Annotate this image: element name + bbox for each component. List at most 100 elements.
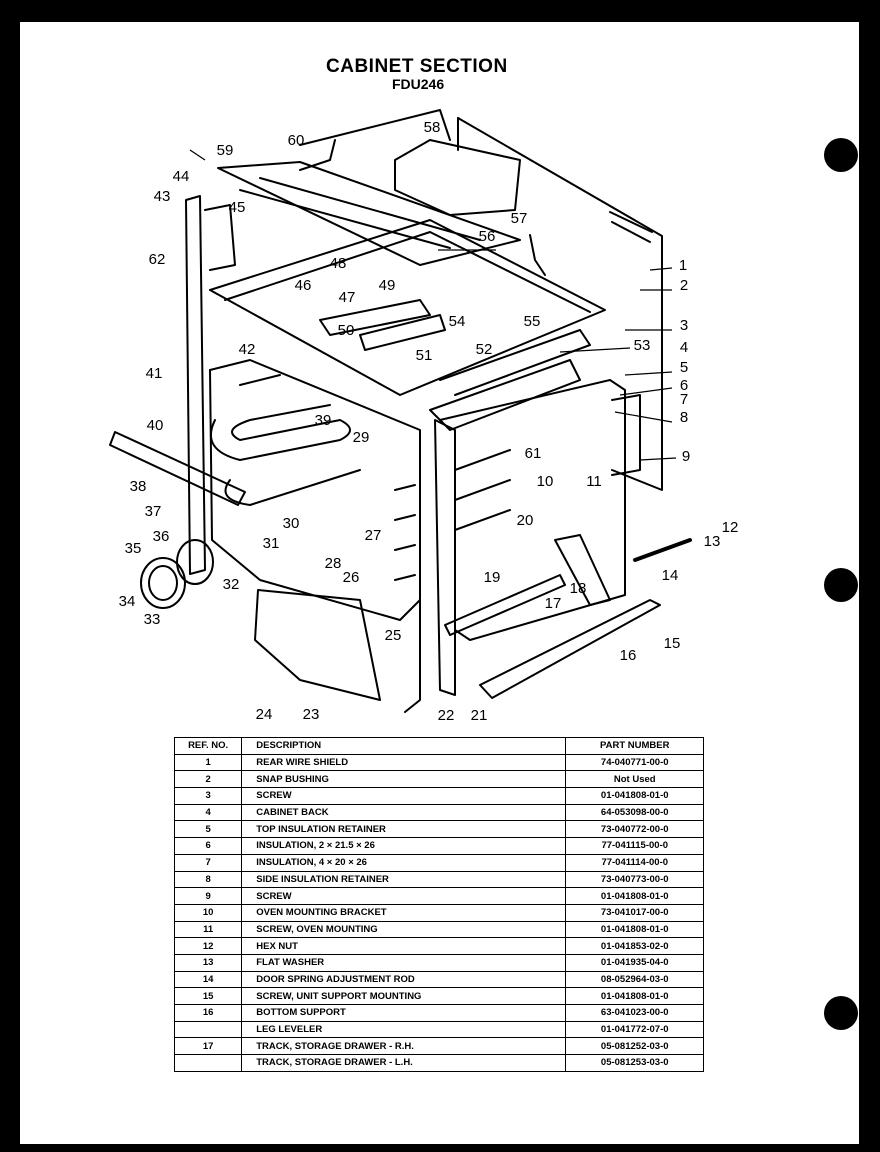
- callout-40: 40: [147, 417, 164, 434]
- bottom-support: [479, 599, 661, 699]
- callout-41: 41: [146, 365, 163, 382]
- callout-24: 24: [256, 706, 273, 723]
- callout-34: 34: [119, 593, 136, 610]
- cell-desc: SIDE INSULATION RETAINER: [241, 870, 567, 889]
- cell-ref: 17: [173, 1037, 243, 1055]
- oven-cavity: [439, 379, 626, 641]
- cell-desc: SCREW: [241, 887, 567, 905]
- cell-desc: SNAP BUSHING: [241, 770, 567, 789]
- cell-desc: SCREW, OVEN MOUNTING: [241, 920, 567, 939]
- callout-48: 48: [330, 255, 347, 272]
- callout-42: 42: [239, 341, 256, 358]
- callout-15: 15: [664, 635, 681, 652]
- callout-28: 28: [325, 555, 342, 572]
- cell-desc: OVEN MOUNTING BRACKET: [241, 903, 567, 922]
- front-frame-left: [209, 369, 421, 621]
- heating-element: [210, 404, 351, 461]
- cell-pn: 01-041808-01-0: [565, 987, 704, 1005]
- cell-desc: SCREW: [241, 787, 567, 805]
- front-frame-right: [434, 419, 456, 696]
- cell-pn: 05-081253-03-0: [565, 1054, 704, 1072]
- binder-hole-top: [824, 138, 858, 172]
- exploded-cabinet-diagram: 1 2 3 4 5 6 7 8 9 10 11 12 13 14 15 16 1…: [109, 109, 739, 724]
- callout-1: 1: [679, 257, 687, 274]
- callout-22: 22: [438, 707, 455, 724]
- cell-pn: 05-081252-03-0: [565, 1037, 704, 1056]
- door-spring-rod: [633, 538, 692, 562]
- callout-44: 44: [173, 168, 190, 185]
- side-strip: [109, 431, 246, 506]
- callout-55: 55: [524, 313, 541, 330]
- vent-pipe: [529, 234, 546, 276]
- callout-45: 45: [229, 199, 246, 216]
- binder-hole-bottom: [824, 996, 858, 1030]
- callout-36: 36: [153, 528, 170, 545]
- cell-pn: 77-041115-00-0: [565, 837, 704, 855]
- cell-ref: 10: [173, 903, 243, 922]
- callout-33: 33: [144, 611, 161, 628]
- cell-pn: 73-041017-00-0: [565, 903, 704, 922]
- callout-6: 6: [680, 377, 688, 394]
- cell-pn: 73-040772-00-0: [565, 820, 704, 839]
- callout-31: 31: [263, 535, 280, 552]
- model-number: FDU246: [392, 76, 445, 92]
- callout-12: 12: [722, 519, 739, 536]
- callout-59: 59: [217, 142, 234, 159]
- callout-23: 23: [303, 706, 320, 723]
- callout-30: 30: [283, 515, 300, 532]
- cell-pn: 01-041808-01-0: [565, 920, 704, 939]
- callout-5: 5: [680, 359, 688, 376]
- cell-ref: 5: [173, 820, 243, 839]
- left-side-frame: [185, 195, 206, 575]
- header-part-number: PART NUMBER: [565, 737, 704, 755]
- table-row: TRACK, STORAGE DRAWER - L.H.05-081253-03…: [173, 1054, 704, 1072]
- cell-desc: BOTTOM SUPPORT: [241, 1004, 567, 1022]
- callout-53: 53: [634, 337, 651, 354]
- cell-pn: 08-052964-03-0: [565, 970, 704, 989]
- page-title: CABINET SECTION: [326, 56, 508, 77]
- callout-27: 27: [365, 527, 382, 544]
- cell-pn: 01-041772-07-0: [565, 1020, 704, 1039]
- callout-26: 26: [343, 569, 360, 586]
- cell-desc: REAR WIRE SHIELD: [241, 753, 567, 772]
- cell-desc: SCREW, UNIT SUPPORT MOUNTING: [241, 987, 567, 1005]
- callout-62: 62: [149, 251, 166, 268]
- binder-hole-middle: [824, 568, 858, 602]
- cell-desc: DOOR SPRING ADJUSTMENT ROD: [241, 970, 567, 989]
- fan-ring: [140, 557, 186, 609]
- top-wire-shield: [217, 161, 521, 266]
- callout-51: 51: [416, 347, 433, 364]
- callout-17: 17: [545, 595, 562, 612]
- rear-wire-shield: [299, 109, 451, 146]
- cell-desc: FLAT WASHER: [241, 953, 567, 972]
- cell-ref: 4: [173, 803, 243, 822]
- callout-60: 60: [288, 132, 305, 149]
- cell-desc: TOP INSULATION RETAINER: [241, 820, 567, 839]
- callout-32: 32: [223, 576, 240, 593]
- cell-desc: LEG LEVELER: [241, 1020, 567, 1039]
- callout-61: 61: [525, 445, 542, 462]
- callout-47: 47: [339, 289, 356, 306]
- cell-pn: Not Used: [565, 770, 704, 789]
- bracket-18: [554, 534, 611, 606]
- cell-ref: 14: [173, 970, 243, 989]
- cell-pn: 74-040771-00-0: [565, 753, 704, 772]
- cell-ref: 3: [173, 787, 243, 805]
- cell-desc: CABINET BACK: [241, 803, 567, 822]
- table-header-row: REF. NO. DESCRIPTION PART NUMBER: [173, 737, 704, 755]
- storage-drawer: [254, 589, 381, 701]
- cell-ref: [173, 1054, 243, 1072]
- callout-14: 14: [662, 567, 679, 584]
- cell-ref: 9: [173, 887, 243, 905]
